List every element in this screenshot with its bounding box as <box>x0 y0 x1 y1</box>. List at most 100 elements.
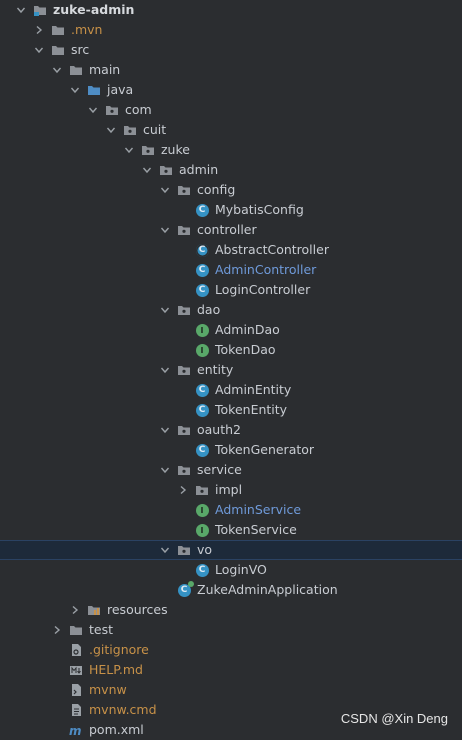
tree-item-test[interactable]: test <box>0 620 462 640</box>
tree-indent-spacer <box>176 240 190 260</box>
chevron-down-icon[interactable] <box>32 40 46 60</box>
tree-item-label: java <box>107 82 134 97</box>
tree-item-zuke[interactable]: zuke <box>0 140 462 160</box>
chevron-down-icon[interactable] <box>158 540 172 560</box>
tree-item-label: .mvn <box>71 22 103 37</box>
tree-indent-spacer <box>176 320 190 340</box>
chevron-down-icon[interactable] <box>50 60 64 80</box>
tree-item-java[interactable]: java <box>0 80 462 100</box>
tree-indent-spacer <box>158 580 172 600</box>
chevron-right-icon[interactable] <box>176 480 190 500</box>
chevron-down-icon[interactable] <box>140 160 154 180</box>
chevron-down-icon[interactable] <box>158 300 172 320</box>
tree-item-label: AdminController <box>215 262 317 277</box>
class-icon: C <box>194 262 210 278</box>
tree-indent-spacer <box>50 720 64 740</box>
tree-item-controller[interactable]: controller <box>0 220 462 240</box>
chevron-down-icon[interactable] <box>158 420 172 440</box>
chevron-down-icon[interactable] <box>158 460 172 480</box>
tree-item-label: com <box>125 102 152 117</box>
tree-item-dao[interactable]: dao <box>0 300 462 320</box>
tree-item-vo[interactable]: vo <box>0 540 462 560</box>
tree-item-config[interactable]: config <box>0 180 462 200</box>
chevron-down-icon[interactable] <box>158 220 172 240</box>
chevron-down-icon[interactable] <box>158 180 172 200</box>
tree-indent-spacer <box>176 440 190 460</box>
tree-item-tokenentity[interactable]: C TokenEntity <box>0 400 462 420</box>
tree-item-label: TokenService <box>215 522 297 537</box>
tree-item-admincontroller[interactable]: C AdminController <box>0 260 462 280</box>
chevron-down-icon[interactable] <box>86 100 100 120</box>
chevron-right-icon[interactable] <box>68 600 82 620</box>
chevron-right-icon[interactable] <box>50 620 64 640</box>
tree-item-impl[interactable]: impl <box>0 480 462 500</box>
tree-item-mvn[interactable]: .mvn <box>0 20 462 40</box>
interface-icon: I <box>194 322 210 338</box>
tree-item-label: TokenDao <box>215 342 276 357</box>
tree-item-label: TokenEntity <box>215 402 288 417</box>
tree-item-resources[interactable]: resources <box>0 600 462 620</box>
package-icon <box>140 142 156 158</box>
class-icon: C <box>194 562 210 578</box>
chevron-down-icon[interactable] <box>68 80 82 100</box>
tree-item-label: src <box>71 42 90 57</box>
tree-item-com[interactable]: com <box>0 100 462 120</box>
tree-item-oauth2[interactable]: oauth2 <box>0 420 462 440</box>
folder-icon <box>68 622 84 638</box>
markdown-file-icon <box>68 662 84 678</box>
package-icon <box>176 302 192 318</box>
chevron-right-icon[interactable] <box>32 20 46 40</box>
svg-text:m: m <box>69 724 82 737</box>
tree-item-zuke-admin[interactable]: zuke-admin <box>0 0 462 20</box>
chevron-down-icon[interactable] <box>104 120 118 140</box>
tree-item-label: vo <box>197 542 213 557</box>
package-icon <box>176 422 192 438</box>
folder-icon <box>50 22 66 38</box>
tree-item-admin[interactable]: admin <box>0 160 462 180</box>
tree-indent-spacer <box>50 660 64 680</box>
package-icon <box>176 362 192 378</box>
tree-item-service[interactable]: service <box>0 460 462 480</box>
abstract-class-icon: C <box>194 242 210 258</box>
tree-item-main[interactable]: main <box>0 60 462 80</box>
tree-item-help-md[interactable]: HELP.md <box>0 660 462 680</box>
maven-file-icon: m <box>68 722 84 738</box>
tree-item-mvnw[interactable]: mvnw <box>0 680 462 700</box>
tree-item-cuit[interactable]: cuit <box>0 120 462 140</box>
tree-item-label: AdminService <box>215 502 302 517</box>
chevron-down-icon[interactable] <box>122 140 136 160</box>
tree-indent-spacer <box>50 680 64 700</box>
class-icon: C <box>194 402 210 418</box>
chevron-down-icon[interactable] <box>158 360 172 380</box>
tree-indent-spacer <box>176 500 190 520</box>
interface-icon: I <box>194 522 210 538</box>
package-icon <box>194 482 210 498</box>
tree-item-entity[interactable]: entity <box>0 360 462 380</box>
tree-item-label: service <box>197 462 242 477</box>
tree-item-label: dao <box>197 302 221 317</box>
package-icon <box>176 182 192 198</box>
tree-item-gitignore[interactable]: .gitignore <box>0 640 462 660</box>
tree-item-mvnw-cmd[interactable]: mvnw.cmd <box>0 700 462 720</box>
tree-item-tokenservice[interactable]: I TokenService <box>0 520 462 540</box>
tree-item-src[interactable]: src <box>0 40 462 60</box>
chevron-down-icon[interactable] <box>14 0 28 20</box>
spring-boot-class-icon: C <box>176 580 194 598</box>
tree-item-label: zuke-admin <box>53 2 135 17</box>
package-icon <box>122 122 138 138</box>
module-folder-icon <box>32 2 48 18</box>
tree-item-label: LoginController <box>215 282 311 297</box>
package-icon <box>176 222 192 238</box>
tree-item-label: resources <box>107 602 168 617</box>
